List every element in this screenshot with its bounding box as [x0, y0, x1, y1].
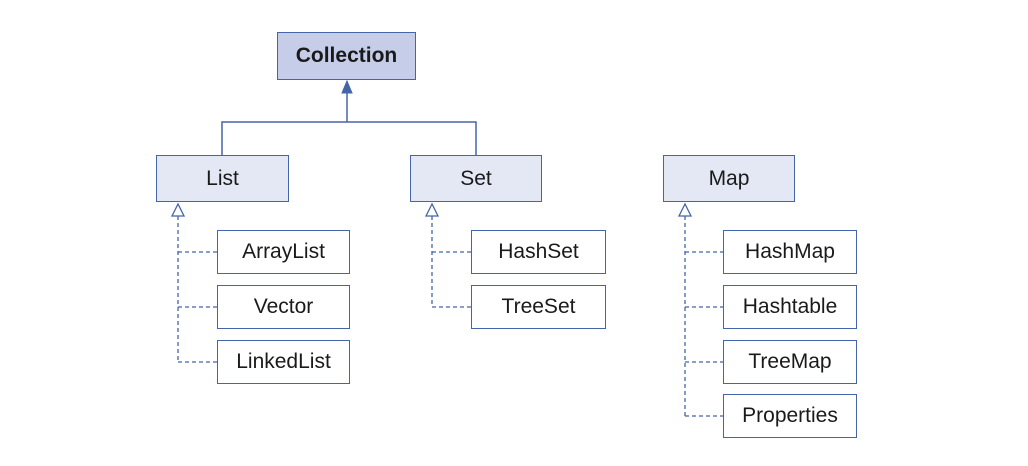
treemap-node: TreeMap — [723, 340, 857, 384]
hashtable-node: Hashtable — [723, 285, 857, 329]
treeset-node: TreeSet — [471, 285, 606, 329]
collection-node: Collection — [277, 32, 416, 80]
hashset-node: HashSet — [471, 230, 606, 274]
linkedlist-node: LinkedList — [217, 340, 350, 384]
map-node: Map — [663, 155, 795, 202]
inheritance-bracket — [221, 121, 477, 155]
vector-node: Vector — [217, 285, 350, 329]
set-realization-arrowhead — [424, 202, 440, 217]
list-node: List — [156, 155, 289, 202]
inheritance-arrowhead — [341, 79, 353, 94]
arraylist-node: ArrayList — [217, 230, 350, 274]
map-realization-arrowhead — [677, 202, 693, 217]
properties-node: Properties — [723, 394, 857, 438]
hashmap-node: HashMap — [723, 230, 857, 274]
set-node: Set — [410, 155, 542, 202]
list-realization-arrowhead — [170, 202, 186, 217]
